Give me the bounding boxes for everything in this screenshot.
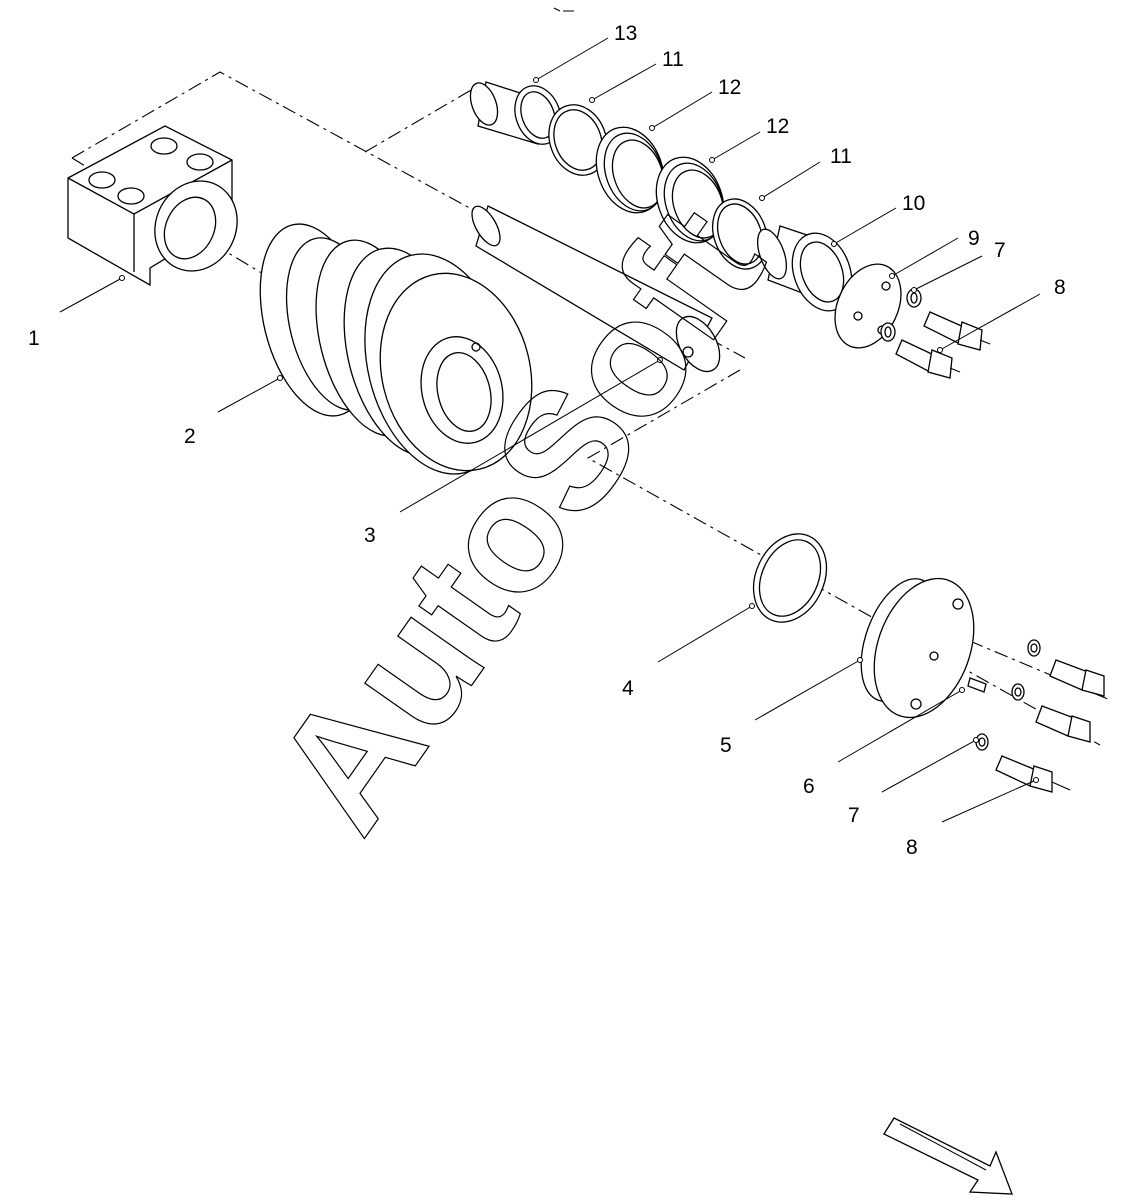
bushings-and-seals xyxy=(469,81,853,312)
end-cover-and-bolts xyxy=(860,577,1105,793)
callout-13: 13 xyxy=(614,22,637,45)
leader-lines xyxy=(59,37,1041,823)
callout-8-upper: 8 xyxy=(1054,276,1066,299)
top-mark xyxy=(553,7,574,12)
callout-2: 2 xyxy=(184,425,196,448)
callout-6: 6 xyxy=(803,775,815,798)
callout-8-lower: 8 xyxy=(906,836,918,859)
callout-12-upper: 12 xyxy=(718,76,741,99)
callout-1: 1 xyxy=(28,327,40,350)
callout-7-upper: 7 xyxy=(994,239,1006,262)
callout-11-upper: 11 xyxy=(662,48,684,71)
bracket-part xyxy=(67,125,238,287)
callout-11-lower: 11 xyxy=(830,145,852,168)
callout-12-lower: 12 xyxy=(766,115,789,138)
callout-5: 5 xyxy=(720,734,732,757)
callout-4: 4 xyxy=(622,677,634,700)
callout-labels: 1 2 3 4 5 6 7 8 9 10 11 12 12 11 13 7 8 xyxy=(28,22,1066,859)
shaft-part xyxy=(471,205,721,373)
callout-7-lower: 7 xyxy=(848,804,860,827)
o-ring-part xyxy=(752,533,828,623)
roller-part xyxy=(259,223,533,475)
callout-9: 9 xyxy=(968,227,980,250)
callout-10: 10 xyxy=(902,192,925,215)
callout-3: 3 xyxy=(364,524,376,547)
top-cover-and-bolts xyxy=(834,263,991,379)
direction-arrow-icon xyxy=(883,1117,1013,1195)
